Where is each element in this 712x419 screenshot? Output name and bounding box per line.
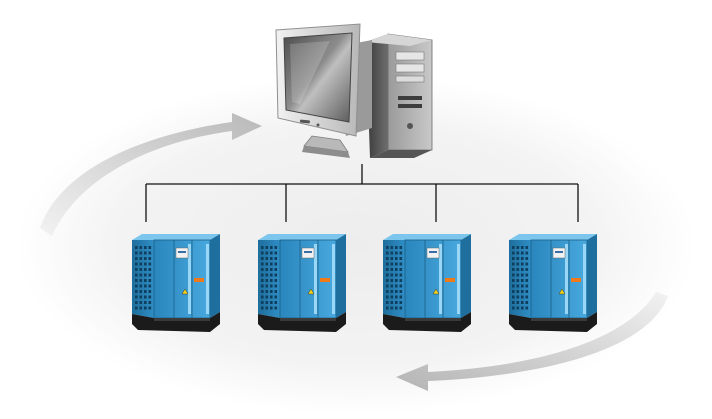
vent-grille xyxy=(135,246,152,310)
warning-triangle-icon xyxy=(558,288,566,295)
computer xyxy=(275,23,433,158)
unit-base xyxy=(509,312,597,332)
warning-label xyxy=(445,278,455,282)
vent-grille xyxy=(512,246,529,310)
warning-label xyxy=(194,278,204,282)
compressor-units xyxy=(132,234,597,332)
compressor-unit xyxy=(258,234,346,332)
unit-base xyxy=(132,312,220,332)
curved-arrow-bottom xyxy=(396,292,668,391)
compressor-unit xyxy=(132,234,220,332)
tower-case xyxy=(366,33,433,158)
compressor-unit xyxy=(383,234,471,332)
vent-grille xyxy=(386,246,403,310)
vent-grille xyxy=(261,246,278,310)
warning-triangle-icon xyxy=(307,288,315,295)
warning-triangle-icon xyxy=(181,288,189,295)
connection-tree xyxy=(145,164,579,222)
curved-arrow-top xyxy=(40,113,262,236)
warning-triangle-icon xyxy=(432,288,440,295)
crt-monitor xyxy=(275,23,372,158)
warning-label xyxy=(571,278,581,282)
unit-base xyxy=(258,312,346,332)
unit-base xyxy=(383,312,471,332)
compressor-unit xyxy=(509,234,597,332)
warning-label xyxy=(320,278,330,282)
